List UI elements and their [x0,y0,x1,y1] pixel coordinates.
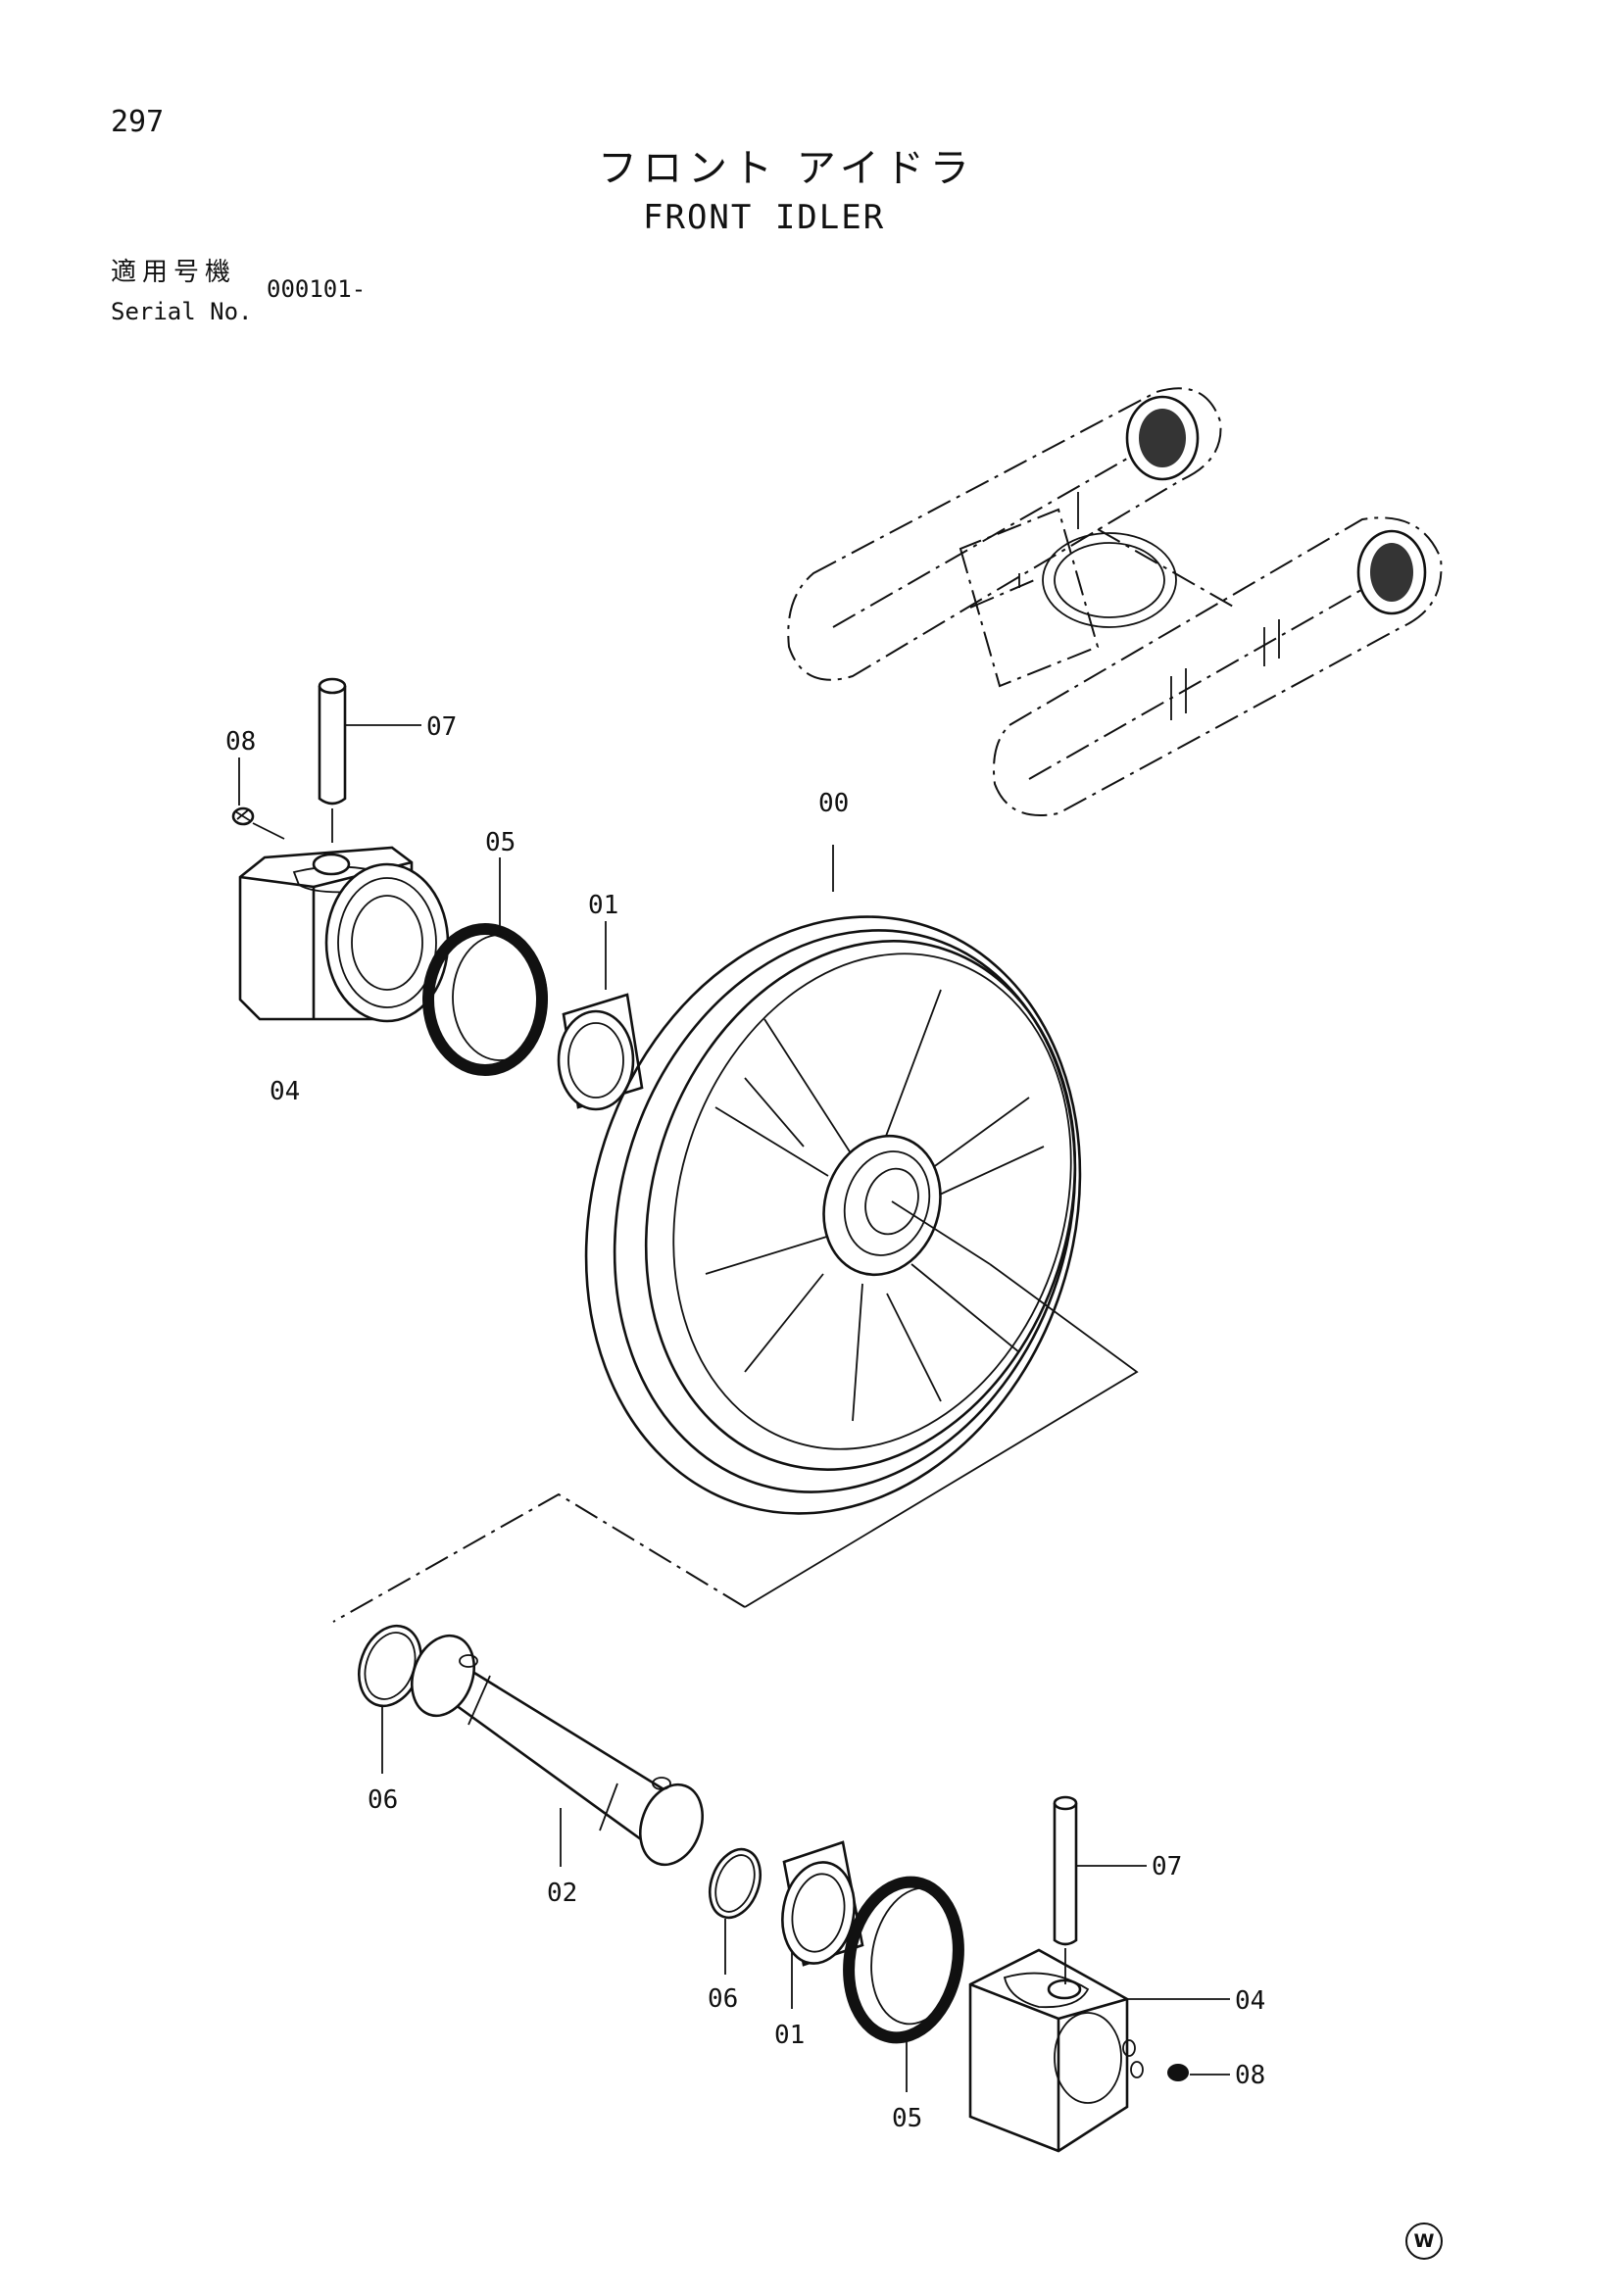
callout-right-07: 07 [1152,1852,1182,1881]
right-lock-pin-part [1053,1795,1147,1984]
idler-wheel-part [584,845,1082,1515]
callout-right-01: 01 [774,2021,805,2050]
callout-wheel-00: 00 [818,789,849,818]
undercarriage-overview-illustration [787,387,1443,816]
callout-right-05: 05 [892,2104,922,2133]
right-plug-part [1167,2064,1230,2081]
assembly-guide-lines [332,1263,1139,1623]
right-floating-seal-part [843,1876,964,2092]
callout-left-04: 04 [270,1077,300,1106]
serial-label-japanese: 適用号機 [111,258,237,287]
callout-left-06: 06 [368,1785,398,1815]
right-bushing-part [781,1840,864,2009]
callout-right-06: 06 [708,1984,738,2014]
idler-shaft-part [411,1634,704,1867]
callout-left-05: 05 [485,828,516,857]
callout-shaft-02: 02 [547,1879,577,1908]
title-japanese: フロント アイドラ [598,146,975,191]
left-bushing-part [557,921,644,1111]
title-english: FRONT IDLER [643,198,886,237]
right-o-ring-part [709,1847,762,1975]
callout-right-04: 04 [1235,1986,1265,2016]
callout-right-08: 08 [1235,2061,1265,2090]
page-number: 297 [111,105,165,139]
callout-left-01: 01 [588,891,618,920]
left-bearing-housing-part [238,846,450,1023]
left-lock-pin-part [318,677,421,843]
left-floating-seal-part [422,857,548,1076]
callout-left-08: 08 [225,727,256,757]
manufacturer-watermark-icon: W [1405,2223,1443,2260]
left-plug-part [231,757,285,840]
right-bearing-housing-part [968,1948,1230,2153]
serial-label-english: Serial No. [111,298,253,325]
serial-number-value: 000101- [267,275,367,303]
callout-left-07: 07 [426,712,457,742]
